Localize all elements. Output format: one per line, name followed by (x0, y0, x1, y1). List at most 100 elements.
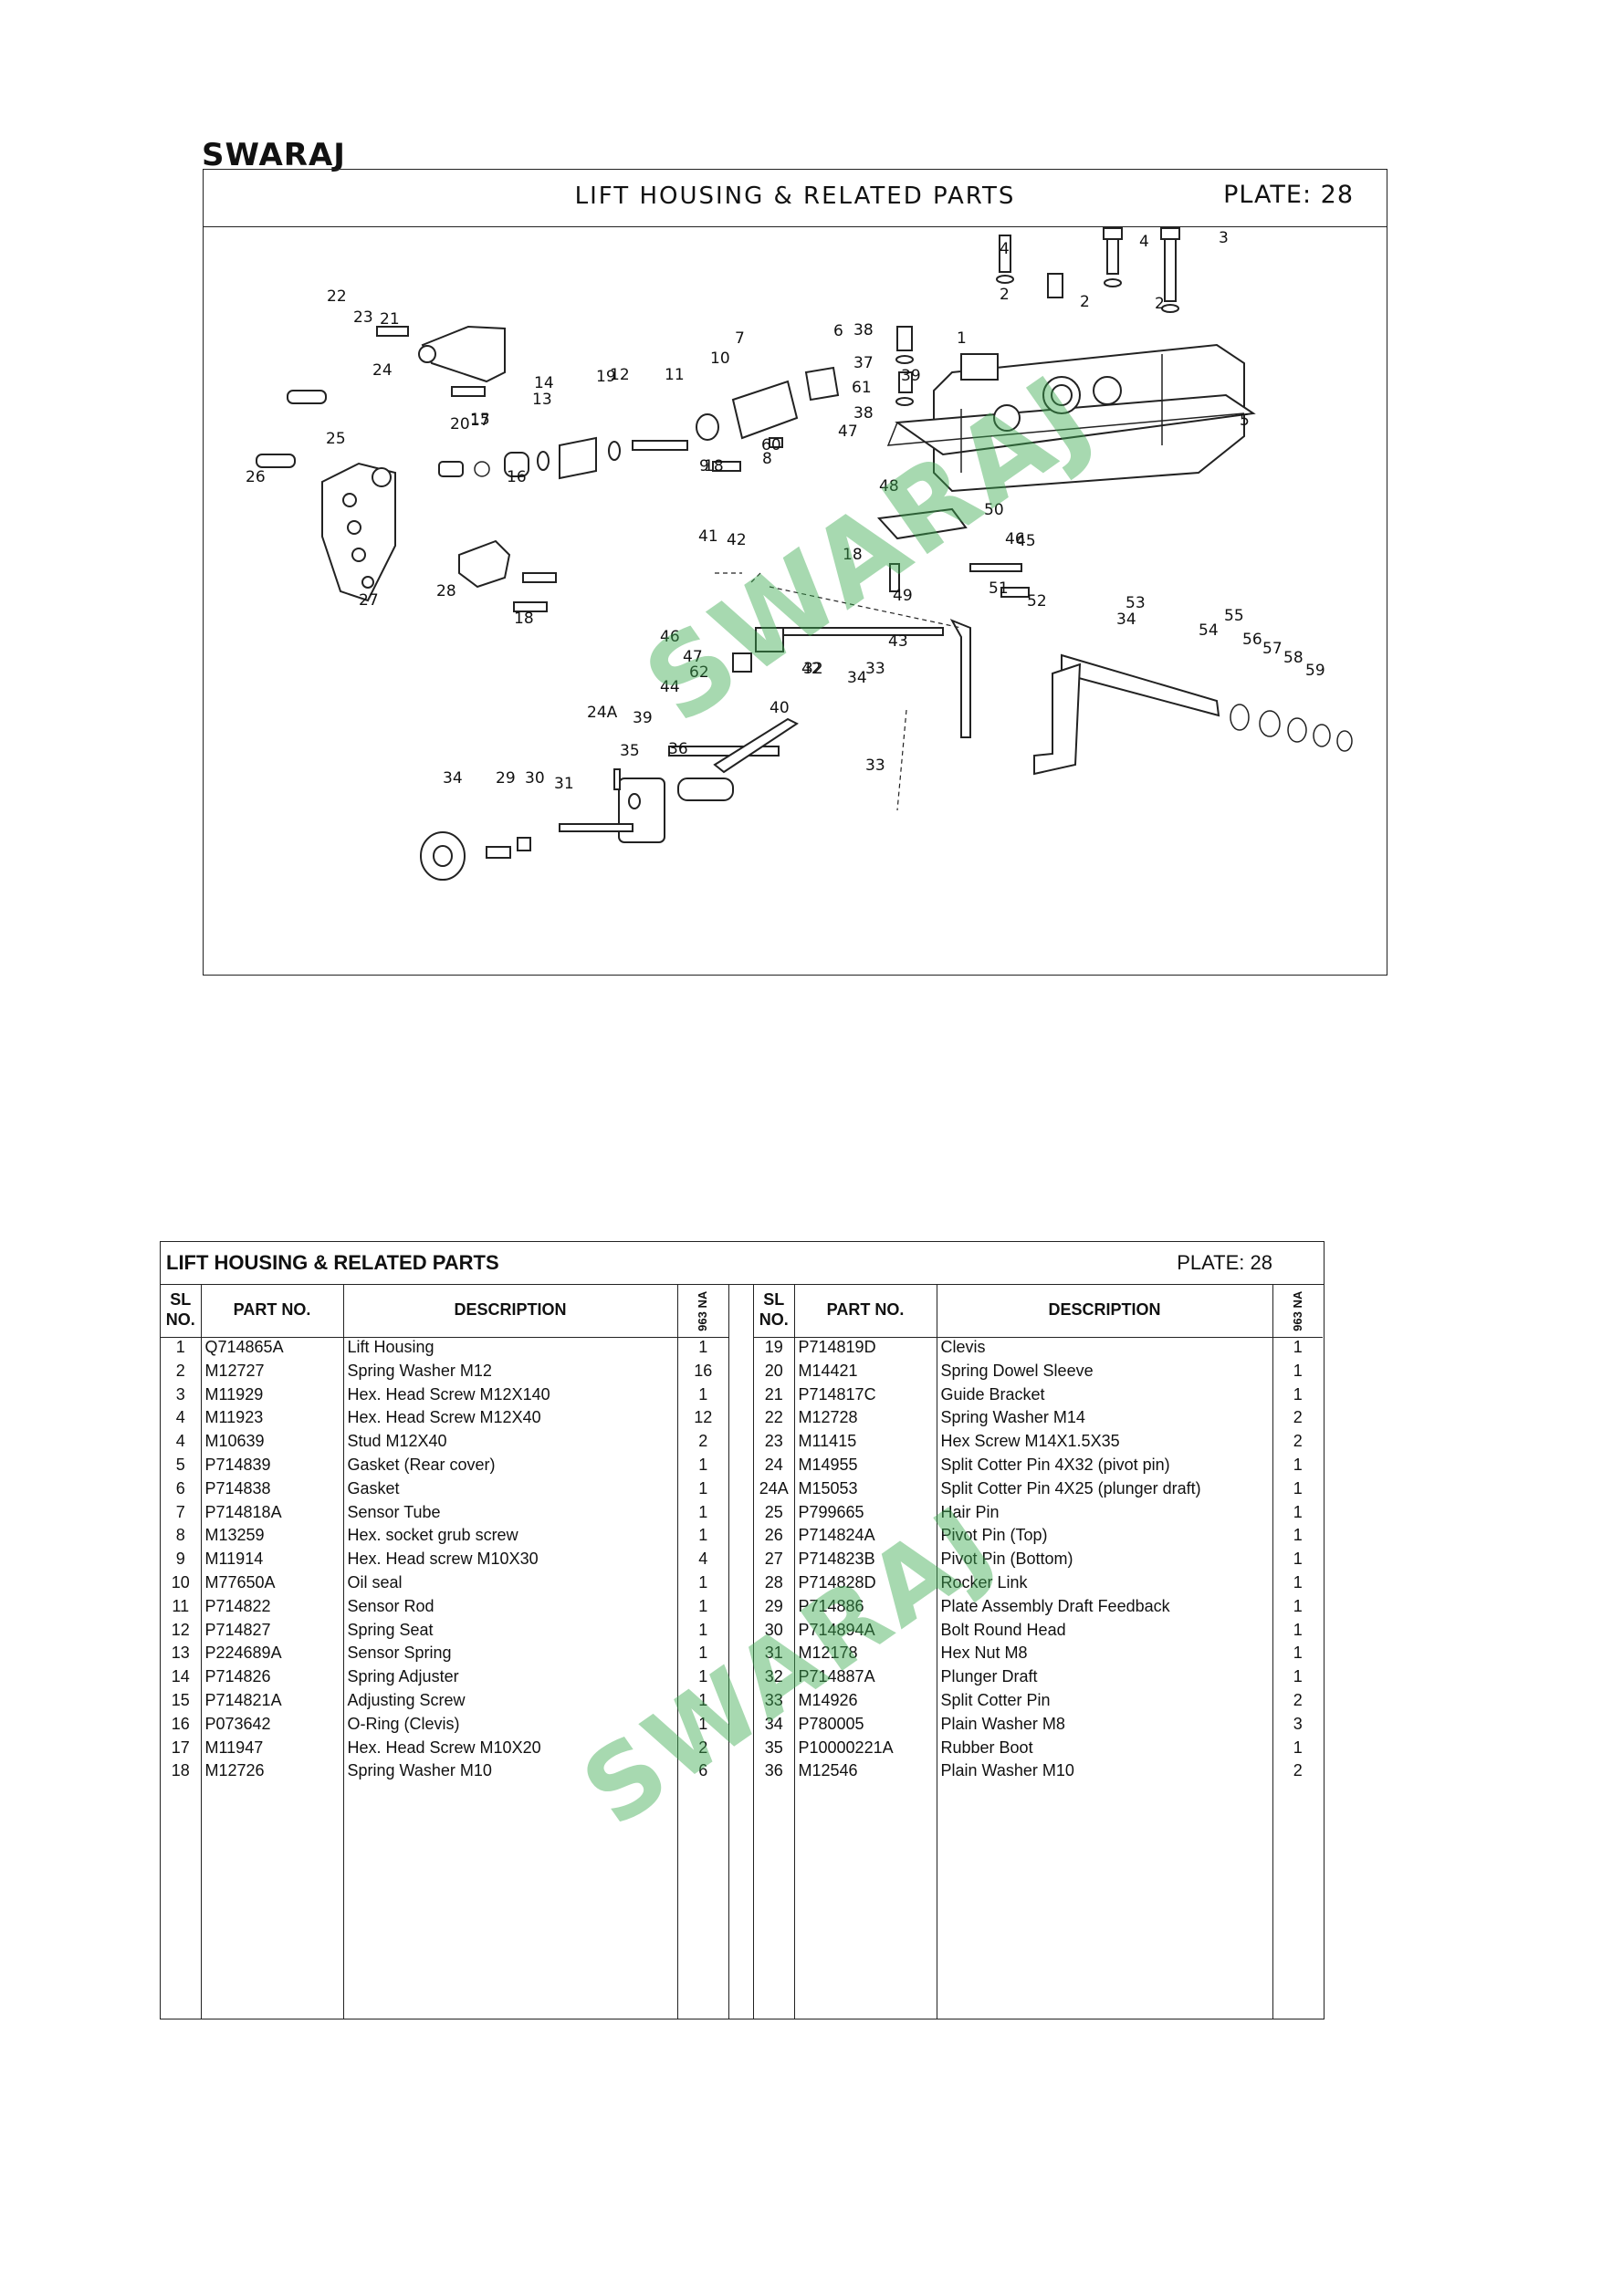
sl-no-cell: 20 (754, 1361, 795, 1385)
filler-cell (677, 1785, 728, 2019)
qty-cell: 1 (1293, 1526, 1303, 1545)
callout-label: 45 (1016, 532, 1036, 550)
callout-label: 57 (1262, 640, 1283, 658)
sl-no-cell: 8 (161, 1526, 202, 1550)
sl-no-cell: 2 (161, 1361, 202, 1385)
callout-label: 34 (847, 669, 867, 687)
diagram-title: LIFT HOUSING & RELATED PARTS (574, 183, 1016, 210)
qty-cell: 1 (1293, 1384, 1303, 1404)
description-cell: Stud M12X40 (343, 1432, 678, 1456)
callout-label: 55 (1224, 607, 1244, 625)
filler-cell (201, 1785, 344, 2019)
part-no-cell: P714819D (794, 1337, 937, 1362)
part-no-cell: P10000221A (794, 1738, 937, 1762)
qty-cell: 1 (1293, 1338, 1303, 1356)
sl-no-cell: 18 (161, 1761, 202, 1786)
part-no-cell: P780005 (794, 1714, 937, 1738)
qty-cell: 2 (698, 1432, 708, 1451)
callout-label: 14 (534, 374, 554, 392)
sensor-assembly-drawing (438, 366, 840, 480)
qty-cell: 2 (1293, 1690, 1303, 1709)
sl-no-cell: 14 (161, 1667, 202, 1691)
qty-cell: 1 (1293, 1644, 1303, 1663)
callout-label: 51 (989, 579, 1009, 598)
qty-cell: 16 (694, 1361, 713, 1380)
part-no-cell: P714817C (794, 1384, 937, 1409)
part-no-cell: M14926 (794, 1690, 937, 1715)
sl-no-cell: 29 (754, 1596, 795, 1621)
part-no-cell: P714887A (794, 1667, 937, 1691)
callout-label: 28 (436, 582, 456, 600)
callout-label: 47 (838, 423, 858, 441)
qty-cell: 1 (698, 1502, 708, 1521)
sl-no-cell: 4 (161, 1432, 202, 1456)
callout-label: 60 (761, 436, 781, 454)
callout-label: 2 (1080, 293, 1090, 311)
description-cell: Gasket (343, 1478, 678, 1503)
part-no-cell: M12727 (201, 1361, 344, 1385)
part-no-cell: P073642 (201, 1714, 344, 1738)
description-cell: O-Ring (Clevis) (343, 1714, 678, 1738)
qty-cell: 3 (1293, 1714, 1303, 1733)
part-no-cell: M10639 (201, 1432, 344, 1456)
callout-label: 62 (689, 663, 709, 682)
callout-label: 17 (470, 412, 490, 430)
exploded-diagram-svg: 1222344567891011121314151617181818192021… (246, 227, 1353, 881)
col-part-no: PART NO. (201, 1284, 344, 1338)
sl-no-cell: 19 (754, 1337, 795, 1362)
qty-cell: 1 (698, 1644, 708, 1663)
qty-cell: 1 (1293, 1738, 1303, 1757)
sl-no-cell: 28 (754, 1572, 795, 1597)
callout-label: 46 (660, 628, 680, 646)
sl-no-cell: 22 (754, 1408, 795, 1433)
part-no-cell: M12178 (794, 1644, 937, 1668)
part-no-cell: P714824A (794, 1526, 937, 1550)
description-cell: Hex Screw M14X1.5X35 (937, 1432, 1273, 1456)
qty-cell: 1 (698, 1526, 708, 1545)
callout-label: 13 (532, 391, 552, 409)
qty-cell: 1 (698, 1384, 708, 1404)
part-no-cell: P714828D (794, 1572, 937, 1597)
callout-label: 33 (865, 660, 885, 678)
part-no-cell: P714823B (794, 1550, 937, 1573)
part-no-cell: P714894A (794, 1620, 937, 1644)
callout-label: 39 (633, 709, 653, 727)
description-cell: Sensor Rod (343, 1596, 678, 1621)
part-no-cell: M11929 (201, 1384, 344, 1409)
col-sl-no: SL NO. (161, 1284, 202, 1338)
description-cell: Spring Washer M14 (937, 1408, 1273, 1433)
qty-cell: 2 (698, 1738, 708, 1757)
callout-label: 2 (1000, 286, 1010, 304)
sl-no-cell: 24 (754, 1455, 795, 1479)
qty-cell: 1 (698, 1714, 708, 1733)
callout-label: 53 (1126, 594, 1146, 612)
sl-no-cell: 23 (754, 1432, 795, 1456)
qty-cell: 1 (698, 1338, 708, 1356)
callout-label: 50 (984, 501, 1004, 519)
callout-label: 41 (698, 527, 718, 546)
part-no-cell: M11923 (201, 1408, 344, 1433)
part-no-cell: M13259 (201, 1526, 344, 1550)
callout-label: 48 (879, 477, 899, 496)
sl-no-cell: 1 (161, 1337, 202, 1362)
description-cell: Plate Assembly Draft Feedback (937, 1596, 1273, 1621)
qty-cell: 1 (1293, 1361, 1303, 1380)
callout-label: 56 (1242, 631, 1262, 649)
sl-no-cell: 11 (161, 1596, 202, 1621)
callout-label: 19 (596, 368, 616, 386)
callout-label: 20 (450, 415, 470, 433)
sl-no-cell: 21 (754, 1384, 795, 1409)
part-no-cell: M11947 (201, 1738, 344, 1762)
parts-table-panel: LIFT HOUSING & RELATED PARTS PLATE: 28 S… (160, 1241, 1325, 2019)
part-no-cell: M12728 (794, 1408, 937, 1433)
